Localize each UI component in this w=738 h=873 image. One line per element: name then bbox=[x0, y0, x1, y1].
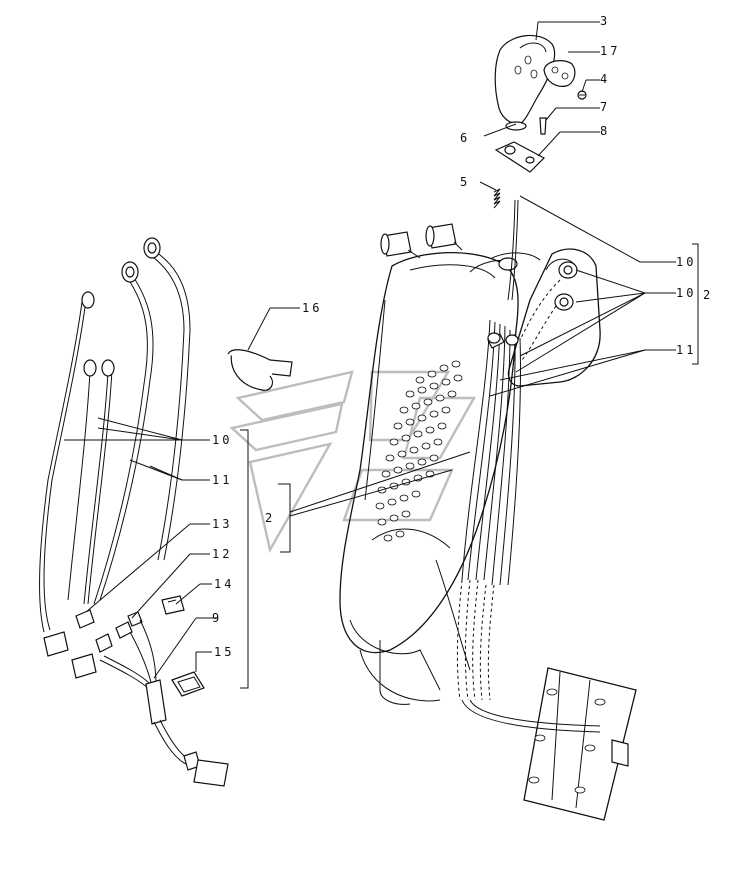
screw-7 bbox=[539, 117, 547, 135]
callout-labels: 3 17 4 7 6 8 5 10 10 2 11 16 10 11 2 13 … bbox=[212, 14, 713, 659]
label-14 bbox=[161, 595, 185, 615]
callout-10-left: 10 bbox=[212, 433, 232, 447]
callout-13: 13 bbox=[212, 517, 232, 531]
mount-bracket-8 bbox=[494, 141, 545, 173]
callout-9: 9 bbox=[212, 611, 222, 625]
callout-15: 15 bbox=[214, 645, 234, 659]
callout-17: 17 bbox=[600, 44, 620, 58]
spring-5 bbox=[493, 188, 501, 209]
loose-wiring-harness bbox=[39, 237, 229, 787]
callout-10-middle: 10 bbox=[676, 286, 696, 300]
callout-10-upper: 10 bbox=[676, 255, 696, 269]
callout-7: 7 bbox=[600, 100, 610, 114]
seat-perforations bbox=[375, 360, 463, 542]
pad-15 bbox=[171, 671, 205, 697]
cable-tie-16 bbox=[227, 349, 293, 391]
screw-4 bbox=[577, 90, 587, 100]
leader-lines bbox=[64, 21, 699, 689]
callout-16: 16 bbox=[302, 301, 322, 315]
o-ring-6 bbox=[505, 121, 527, 131]
callout-11-right: 11 bbox=[676, 343, 696, 357]
joystick-handle bbox=[494, 34, 556, 125]
seat-cushion bbox=[339, 223, 519, 705]
armrest-console bbox=[491, 248, 601, 387]
callout-2-right: 2 bbox=[703, 288, 713, 302]
callout-6: 6 bbox=[460, 131, 470, 145]
callout-14: 14 bbox=[214, 577, 234, 591]
callout-8: 8 bbox=[600, 124, 610, 138]
seat-wiring-harness bbox=[456, 199, 601, 733]
callout-11-left: 11 bbox=[212, 473, 232, 487]
switch-plate bbox=[543, 60, 576, 87]
watermark-logo bbox=[229, 370, 477, 554]
callout-12: 12 bbox=[212, 547, 232, 561]
callout-5: 5 bbox=[460, 175, 470, 189]
callout-3: 3 bbox=[600, 14, 610, 28]
callout-2-left: 2 bbox=[265, 511, 275, 525]
seat-base-bracket bbox=[523, 667, 637, 821]
callout-4: 4 bbox=[600, 72, 610, 86]
